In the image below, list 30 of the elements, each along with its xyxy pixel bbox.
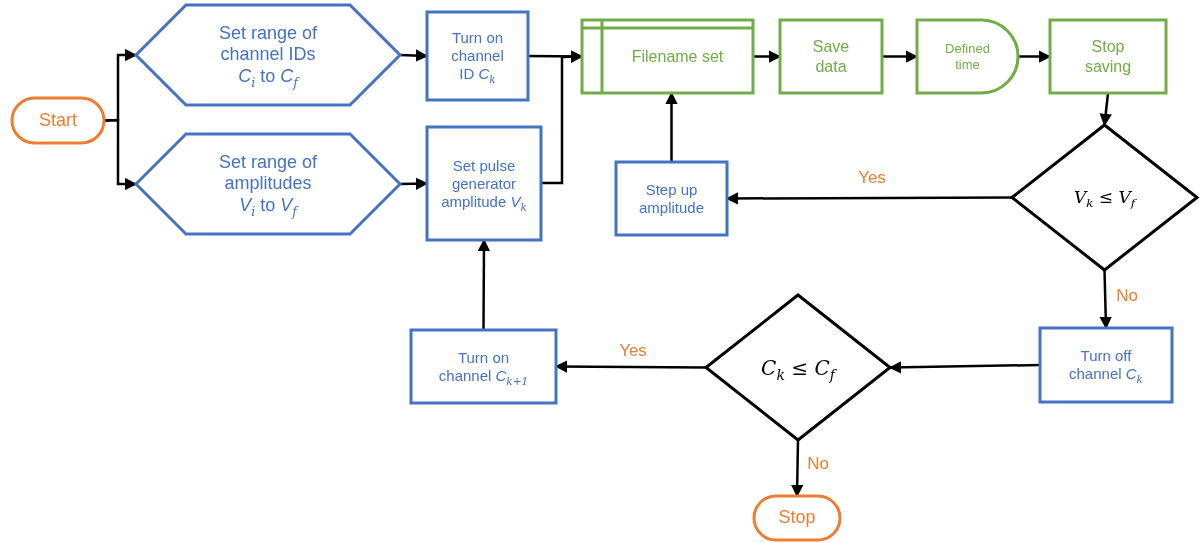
predefined-process-box <box>582 20 753 93</box>
node-text: Turn on channel C$_{k+1}$ <box>437 348 530 385</box>
process-box <box>427 127 541 240</box>
node-text: Filename set <box>631 46 724 67</box>
process-box <box>427 12 528 100</box>
preparation-hexagon <box>136 134 400 234</box>
decision-diamond <box>706 295 890 440</box>
node-text: Turn on channel ID C$_{k}$ <box>450 29 505 83</box>
process-box <box>780 20 882 93</box>
node-text: Defined time <box>944 40 991 73</box>
process-box <box>1050 20 1166 93</box>
delay-shape <box>917 20 1018 93</box>
terminal-pill <box>12 98 104 143</box>
node-text: Start <box>39 109 77 132</box>
process-box <box>411 330 556 403</box>
arrow <box>888 361 1041 374</box>
terminal-pill <box>754 496 840 540</box>
process-box <box>1040 328 1172 402</box>
condition-formula: V$_{k}$ ≤ V$_{f}$ <box>1073 187 1136 208</box>
node-text: Save data <box>811 37 851 76</box>
node-text: V$_{i}$ to V$_{f}$ <box>239 194 297 217</box>
decision-diamond <box>1012 125 1197 270</box>
preparation-hexagon <box>136 5 400 105</box>
node-text: Set pulse generator amplitude V$_{k}$ <box>440 156 528 211</box>
process-box <box>616 162 727 235</box>
node-text: C$_{i}$ to C$_{f}$ <box>238 65 298 88</box>
node-text: Turn off channel C$_{k}$ <box>1068 347 1144 383</box>
node-text: Stop <box>778 507 816 529</box>
node-text: Step up amplitude <box>637 180 705 217</box>
node-text: Stop saving <box>1083 37 1133 76</box>
